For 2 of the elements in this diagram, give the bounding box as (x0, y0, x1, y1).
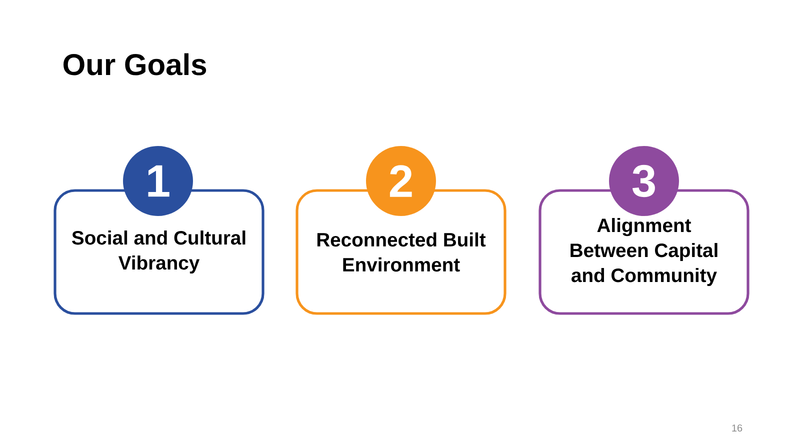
page-number: 16 (732, 424, 742, 432)
title: Our Goals (64, 53, 206, 76)
